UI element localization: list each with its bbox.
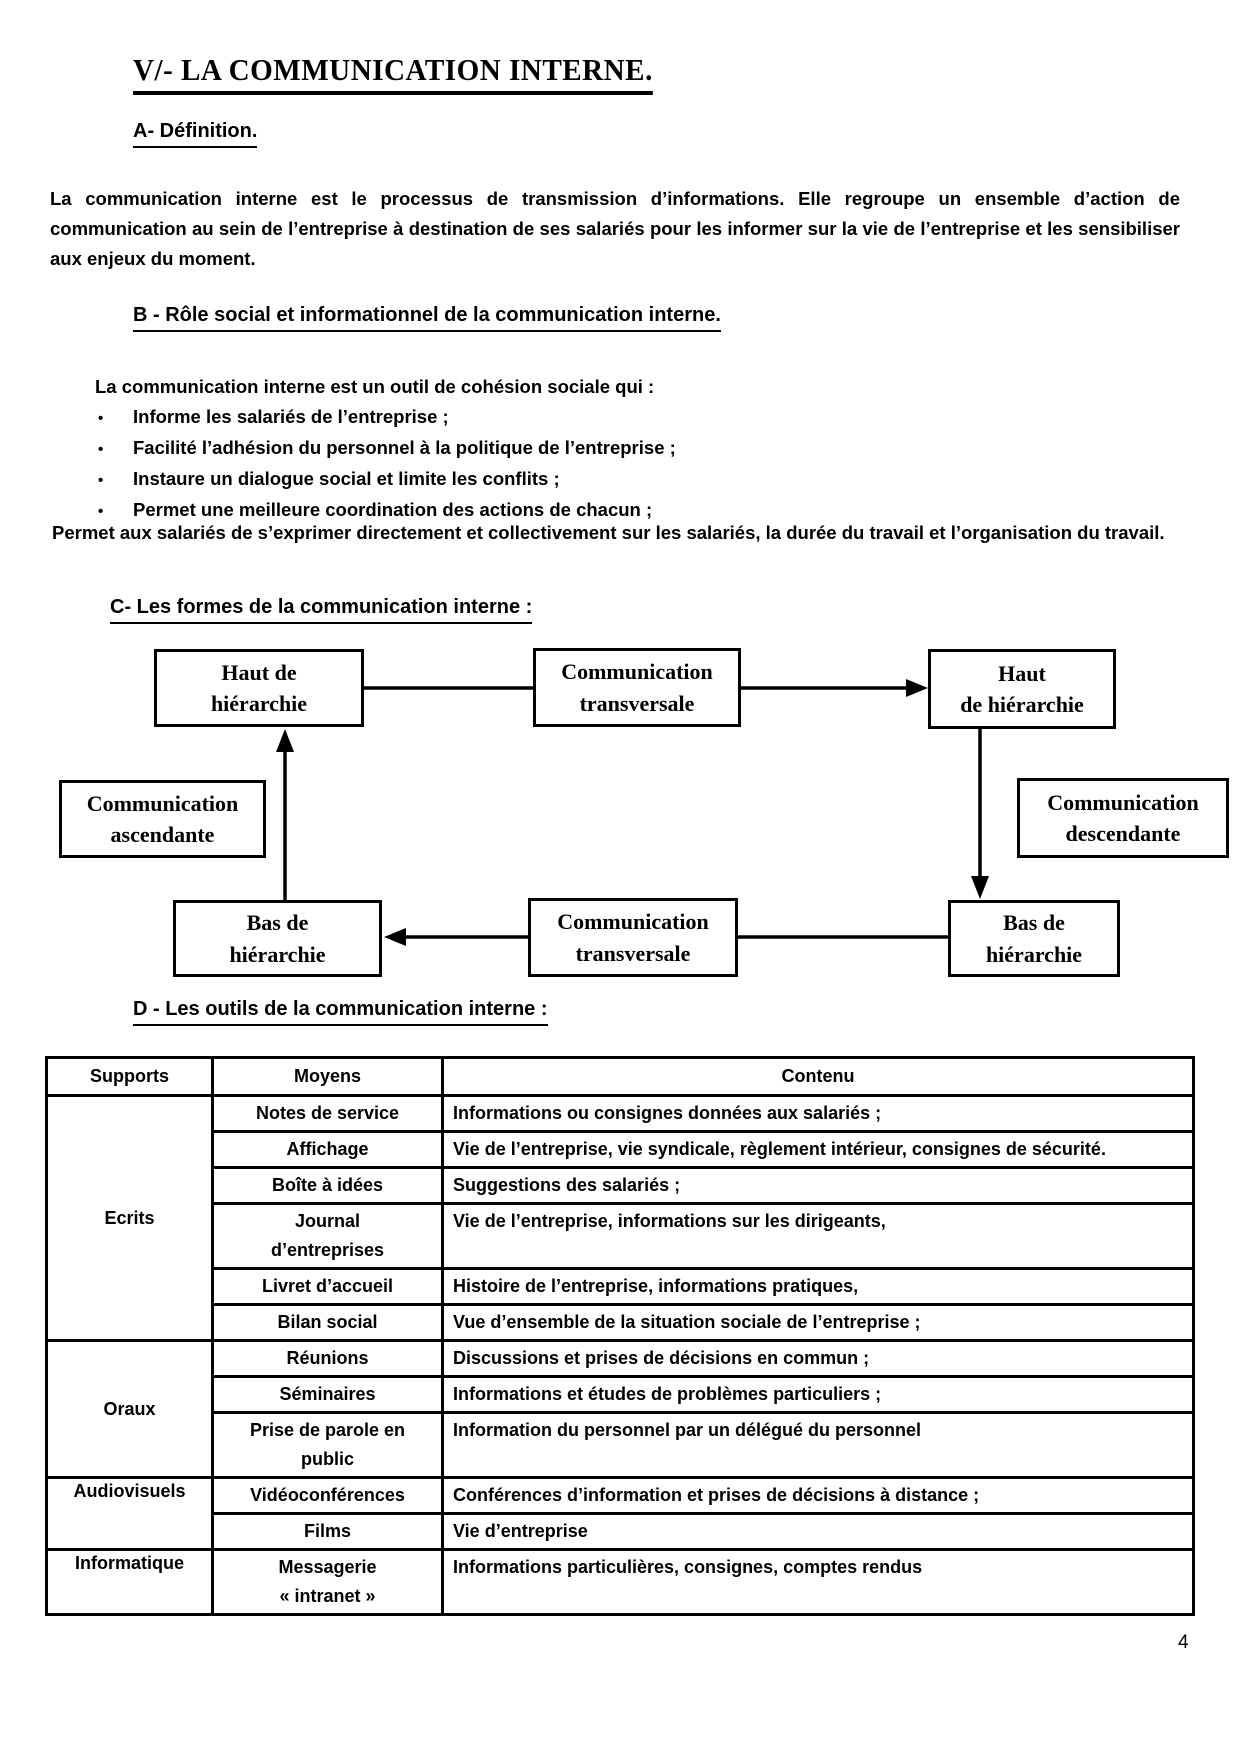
table-row: Journal d’entreprises Vie de l’entrepris… bbox=[47, 1202, 1195, 1270]
list-item-text: Permet une meilleure coordination des ac… bbox=[133, 499, 653, 520]
table-row: Informatique Messagerie « intranet » Inf… bbox=[45, 1548, 1195, 1616]
arrow-descendante-down bbox=[971, 729, 989, 899]
column-header-supports: Supports bbox=[45, 1056, 214, 1097]
support-cell-informatique: Informatique bbox=[45, 1548, 214, 1616]
list-item: • Informe les salariés de l’entreprise ; bbox=[98, 402, 1158, 433]
table-row: Prise de parole en public Information du… bbox=[47, 1411, 1195, 1479]
contenu-cell: Informations et études de problèmes part… bbox=[441, 1375, 1195, 1414]
moyen-cell: Affichage bbox=[211, 1130, 444, 1169]
heading-formes: C- Les formes de la communication intern… bbox=[110, 596, 533, 624]
moyen-cell: Boîte à idées bbox=[211, 1166, 444, 1205]
contenu-cell: Information du personnel par un délégué … bbox=[441, 1411, 1195, 1479]
moyen-cell: Notes de service bbox=[211, 1094, 444, 1133]
contenu-cell: Histoire de l’entreprise, informations p… bbox=[441, 1267, 1195, 1306]
definition-paragraph: La communication interne est le processu… bbox=[50, 188, 1180, 269]
page-title: V/- LA COMMUNICATION INTERNE. bbox=[133, 52, 653, 95]
table-row: Affichage Vie de l’entreprise, vie syndi… bbox=[47, 1130, 1195, 1169]
table-row: Bilan social Vue d’ensemble de la situat… bbox=[47, 1303, 1195, 1342]
contenu-cell: Conférences d’information et prises de d… bbox=[441, 1476, 1195, 1515]
list-item: • Permet une meilleure coordination des … bbox=[98, 495, 1158, 526]
diagram-box-bas-hierarchie-right: Bas de hiérarchie bbox=[948, 900, 1120, 977]
support-cell-audiovisuels: Audiovisuels bbox=[45, 1476, 214, 1551]
support-cell-oraux: Oraux bbox=[45, 1339, 214, 1479]
moyen-cell: Prise de parole en public bbox=[211, 1411, 444, 1479]
contenu-cell: Informations ou consignes données aux sa… bbox=[441, 1094, 1195, 1133]
moyen-cell: Journal d’entreprises bbox=[211, 1202, 444, 1270]
table-row: Ecrits Notes de service Informations ou … bbox=[45, 1094, 1195, 1342]
list-item-text: Instaure un dialogue social et limite le… bbox=[133, 468, 560, 489]
contenu-cell: Informations particulières, consignes, c… bbox=[441, 1548, 1195, 1616]
outro-paragraph: Permet aux salariés de s’exprimer direct… bbox=[52, 522, 1165, 543]
cohesion-intro-line: La communication interne est un outil de… bbox=[95, 376, 655, 397]
column-header-contenu: Contenu bbox=[441, 1056, 1195, 1097]
page-number: 4 bbox=[1178, 1632, 1189, 1653]
heading-definition: A- Définition. bbox=[133, 120, 258, 148]
diagram-box-communication-descendante: Communication descendante bbox=[1017, 778, 1229, 858]
table-row: Oraux Réunions Discussions et prises de … bbox=[45, 1339, 1195, 1479]
contenu-cell: Vie de l’entreprise, vie syndicale, règl… bbox=[441, 1130, 1195, 1169]
moyen-cell: Séminaires bbox=[211, 1375, 444, 1414]
column-header-moyens: Moyens bbox=[211, 1056, 444, 1097]
diagram-box-haut-hierarchie-right: Haut de hiérarchie bbox=[928, 649, 1116, 729]
diagram-box-communication-ascendante: Communication ascendante bbox=[59, 780, 266, 858]
diagram-box-haut-hierarchie-left: Haut de hiérarchie bbox=[154, 649, 364, 727]
moyen-cell: Films bbox=[211, 1512, 444, 1551]
contenu-cell: Suggestions des salariés ; bbox=[441, 1166, 1195, 1205]
bullet-icon: • bbox=[98, 441, 104, 458]
table-header-row: Supports Moyens Contenu bbox=[45, 1056, 1195, 1097]
moyen-cell: Bilan social bbox=[211, 1303, 444, 1342]
bullet-icon: • bbox=[98, 472, 104, 489]
support-cell-ecrits: Ecrits bbox=[45, 1094, 214, 1342]
list-item-text: Informe les salariés de l’entreprise ; bbox=[133, 406, 449, 427]
bullet-list: • Informe les salariés de l’entreprise ;… bbox=[98, 402, 1158, 526]
table-row: Audiovisuels Vidéoconférences Conférence… bbox=[45, 1476, 1195, 1551]
bullet-icon: • bbox=[98, 410, 104, 427]
contenu-cell: Vie d’entreprise bbox=[441, 1512, 1195, 1551]
contenu-cell: Vue d’ensemble de la situation sociale d… bbox=[441, 1303, 1195, 1342]
bullet-icon: • bbox=[98, 503, 104, 520]
list-item: • Instaure un dialogue social et limite … bbox=[98, 464, 1158, 495]
moyen-cell: Livret d’accueil bbox=[211, 1267, 444, 1306]
heading-outils: D - Les outils de la communication inter… bbox=[133, 998, 548, 1026]
tools-table: Supports Moyens Contenu Ecrits Notes de … bbox=[45, 1056, 1195, 1616]
heading-role-social: B - Rôle social et informationnel de la … bbox=[133, 304, 721, 332]
diagram-box-bas-hierarchie-left: Bas de hiérarchie bbox=[173, 900, 382, 977]
moyen-cell: Messagerie « intranet » bbox=[211, 1548, 444, 1616]
list-item: • Facilité l’adhésion du personnel à la … bbox=[98, 433, 1158, 464]
table-row: Séminaires Informations et études de pro… bbox=[47, 1375, 1195, 1414]
table-row: Boîte à idées Suggestions des salariés ; bbox=[47, 1166, 1195, 1205]
diagram-box-communication-transversale-bottom: Communication transversale bbox=[528, 898, 738, 977]
list-item-text: Facilité l’adhésion du personnel à la po… bbox=[133, 437, 676, 458]
table-row: Livret d’accueil Histoire de l’entrepris… bbox=[47, 1267, 1195, 1306]
table-row: Films Vie d’entreprise bbox=[47, 1512, 1195, 1551]
arrow-transversale-to-haut-right bbox=[741, 679, 928, 697]
contenu-cell: Vie de l’entreprise, informations sur le… bbox=[441, 1202, 1195, 1270]
moyen-cell: Réunions bbox=[211, 1339, 444, 1378]
arrow-ascendante-up bbox=[276, 729, 294, 900]
diagram-box-communication-transversale-top: Communication transversale bbox=[533, 648, 741, 727]
arrow-transversale-to-bas-left bbox=[384, 928, 528, 946]
moyen-cell: Vidéoconférences bbox=[211, 1476, 444, 1515]
contenu-cell: Discussions et prises de décisions en co… bbox=[441, 1339, 1195, 1378]
